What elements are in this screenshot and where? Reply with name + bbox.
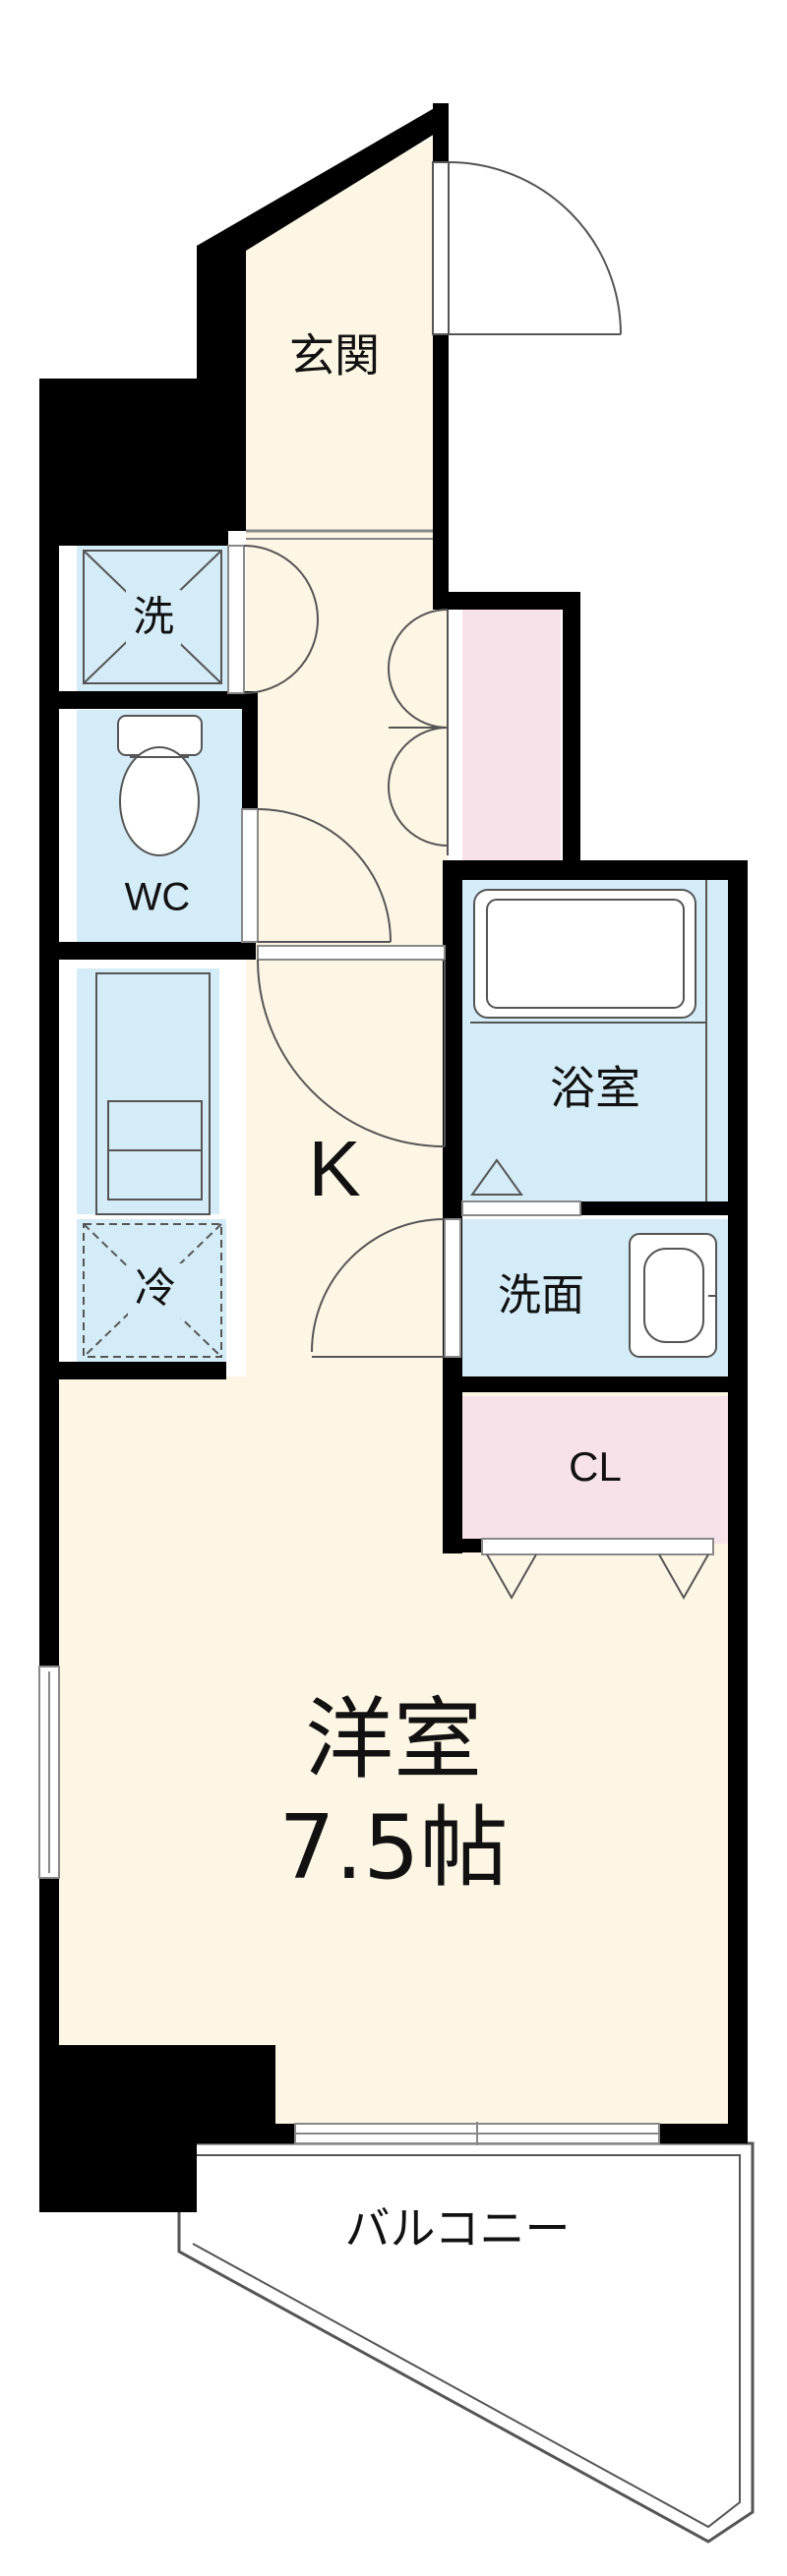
- hallway-floor: [246, 531, 448, 964]
- closet-label: CL: [569, 1443, 622, 1490]
- wall-upper-left: [39, 221, 246, 1376]
- wall-shoe-closet-top: [433, 592, 580, 610]
- wall-toilet-right: [242, 691, 258, 809]
- washer-pan: [83, 550, 222, 684]
- wall-entrance-right: [433, 103, 449, 162]
- western-room-label: 洋室: [305, 1688, 482, 1791]
- shoe-closet-area: [462, 610, 561, 865]
- wall-bottom-left-block: [39, 2045, 295, 2212]
- shoe-closet-door-swing: [387, 609, 449, 847]
- wall-bath-divider: [580, 1201, 728, 1215]
- wall-right-outer: [728, 860, 748, 2143]
- washer-label: 洗: [133, 593, 174, 641]
- bath-label: 浴室: [550, 1062, 640, 1115]
- washroom-door[interactable]: [444, 1218, 461, 1358]
- toilet-bowl: [119, 746, 200, 856]
- wall-entrance-right-lower: [433, 334, 449, 600]
- kitchen-label: K: [308, 1125, 360, 1212]
- kitchen-counter: [95, 972, 211, 1215]
- wall-closet-bottom: [443, 1539, 482, 1552]
- entrance-label: 玄関: [289, 329, 380, 382]
- bath-door[interactable]: [461, 1200, 581, 1216]
- toilet-door[interactable]: [241, 808, 259, 943]
- western-room-floor-lower: [275, 2065, 728, 2124]
- fridge-space: [83, 1223, 222, 1358]
- entrance-floor: [246, 138, 433, 531]
- bathtub: [473, 889, 696, 1019]
- kitchen-counter-area: [77, 968, 219, 1214]
- wall-bath-top: [443, 860, 748, 880]
- hallway-door[interactable]: [257, 945, 446, 961]
- washroom-label: 洗面: [498, 1270, 584, 1320]
- western-room-size: 7.5帖: [278, 1796, 508, 1900]
- wall-washer-bottom: [59, 691, 256, 709]
- entrance-door-swing: [448, 161, 622, 335]
- closet-door[interactable]: [481, 1538, 714, 1555]
- wall-entrance-top: [197, 103, 448, 251]
- wall-toilet-bottom: [59, 942, 256, 960]
- balcony-label: バルコニー: [344, 2202, 570, 2255]
- balcony-inner-edge: [192, 2154, 741, 2529]
- toilet-label: WC: [125, 876, 191, 919]
- closet-area: [462, 1396, 728, 1544]
- wall-shoe-closet-right: [563, 592, 580, 867]
- entrance-door-leaf[interactable]: [432, 161, 450, 335]
- fridge-label: 冷: [135, 1264, 176, 1313]
- washer-door[interactable]: [227, 545, 245, 694]
- kitchen-floor: [246, 964, 448, 1376]
- bath-drain-mark: [470, 1158, 523, 1196]
- wall-washroom-bottom: [443, 1376, 738, 1392]
- wall-bottom-right: [659, 2124, 748, 2143]
- wall-fridge-bottom: [59, 1362, 226, 1379]
- closet-door-fold: [486, 1553, 537, 1601]
